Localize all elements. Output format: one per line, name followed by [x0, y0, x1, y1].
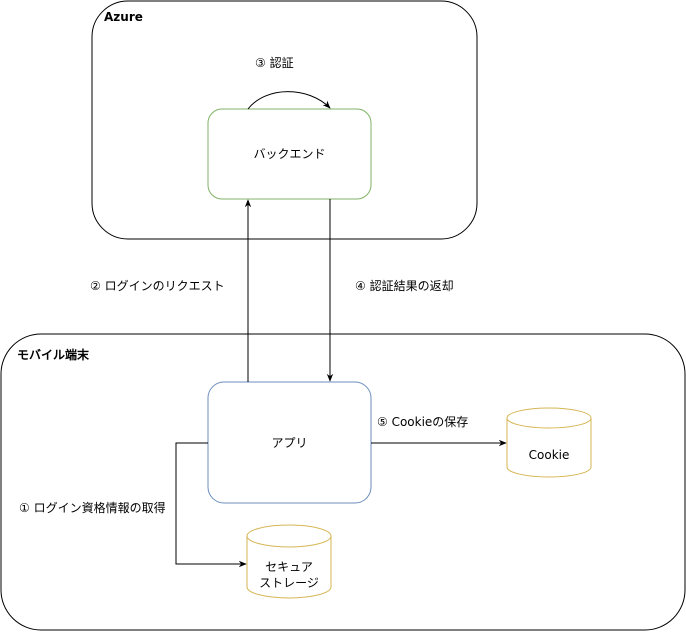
- azure-group-title: Azure: [104, 10, 143, 24]
- secure-storage-cylinder[interactable]: [246, 524, 332, 599]
- edge-step5-label: ⑤ Cookieの保存: [377, 415, 469, 429]
- secure-storage-label: セキュア ストレージ: [259, 560, 319, 590]
- edge-step4-label: ④ 認証結果の返却: [355, 279, 454, 293]
- edge-step3[interactable]: [247, 91, 331, 110]
- backend-node[interactable]: [207, 108, 372, 200]
- cookie-label: Cookie: [528, 448, 570, 462]
- app-label: アプリ: [271, 435, 308, 450]
- backend-label: バックエンド: [253, 147, 326, 161]
- edge-step1[interactable]: [175, 442, 247, 568]
- cookie-cylinder[interactable]: [506, 407, 592, 478]
- edge-step2-label: ② ログインのリクエスト: [90, 279, 225, 293]
- edge-step3-label: ③ 認証: [255, 56, 294, 70]
- mobile-group-title: モバイル端末: [17, 348, 90, 362]
- edge-step1-label: ① ログイン資格情報の取得: [19, 501, 166, 515]
